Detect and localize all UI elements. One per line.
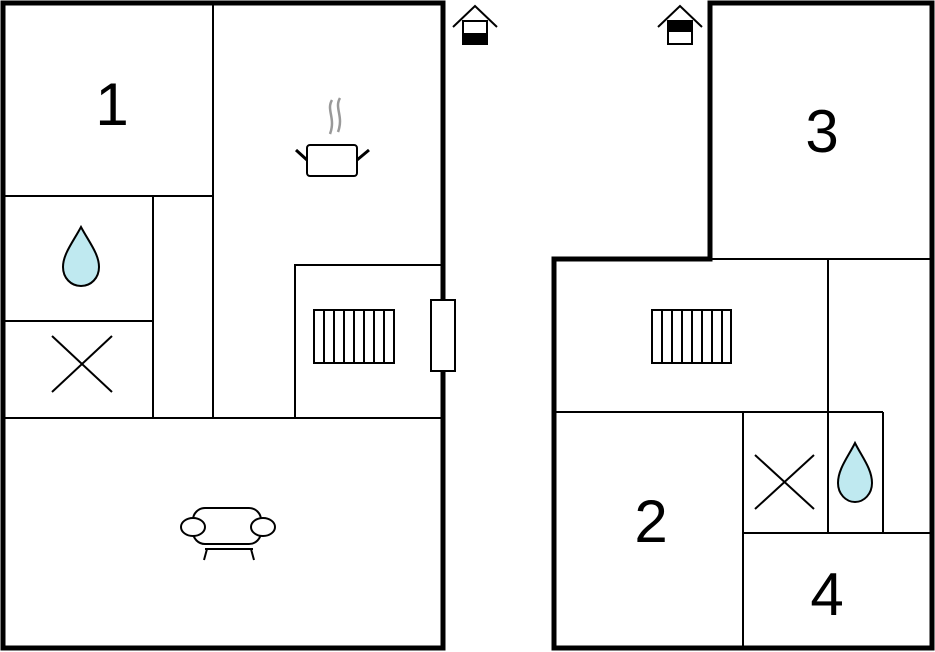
sofa-icon	[180, 507, 276, 561]
left-outer-wall	[0, 0, 446, 651]
room-number-4: 4	[810, 561, 843, 628]
door-icon	[430, 299, 456, 372]
room-number-3: 3	[805, 98, 838, 165]
right-building	[551, 0, 935, 651]
x-toilet-icon	[754, 454, 815, 510]
house-entrance-icon	[657, 4, 703, 45]
x-toilet-icon	[51, 335, 113, 393]
radiator-icon	[651, 309, 732, 364]
wall-utility	[294, 264, 443, 418]
left-building	[0, 0, 446, 651]
cooking-pot-icon	[294, 97, 370, 177]
water-drop-icon	[61, 224, 101, 288]
water-drop-icon	[836, 440, 874, 504]
room-number-2: 2	[634, 488, 667, 555]
house-entrance-icon	[452, 4, 498, 45]
room-number-1: 1	[95, 71, 128, 138]
radiator-icon	[313, 309, 395, 364]
